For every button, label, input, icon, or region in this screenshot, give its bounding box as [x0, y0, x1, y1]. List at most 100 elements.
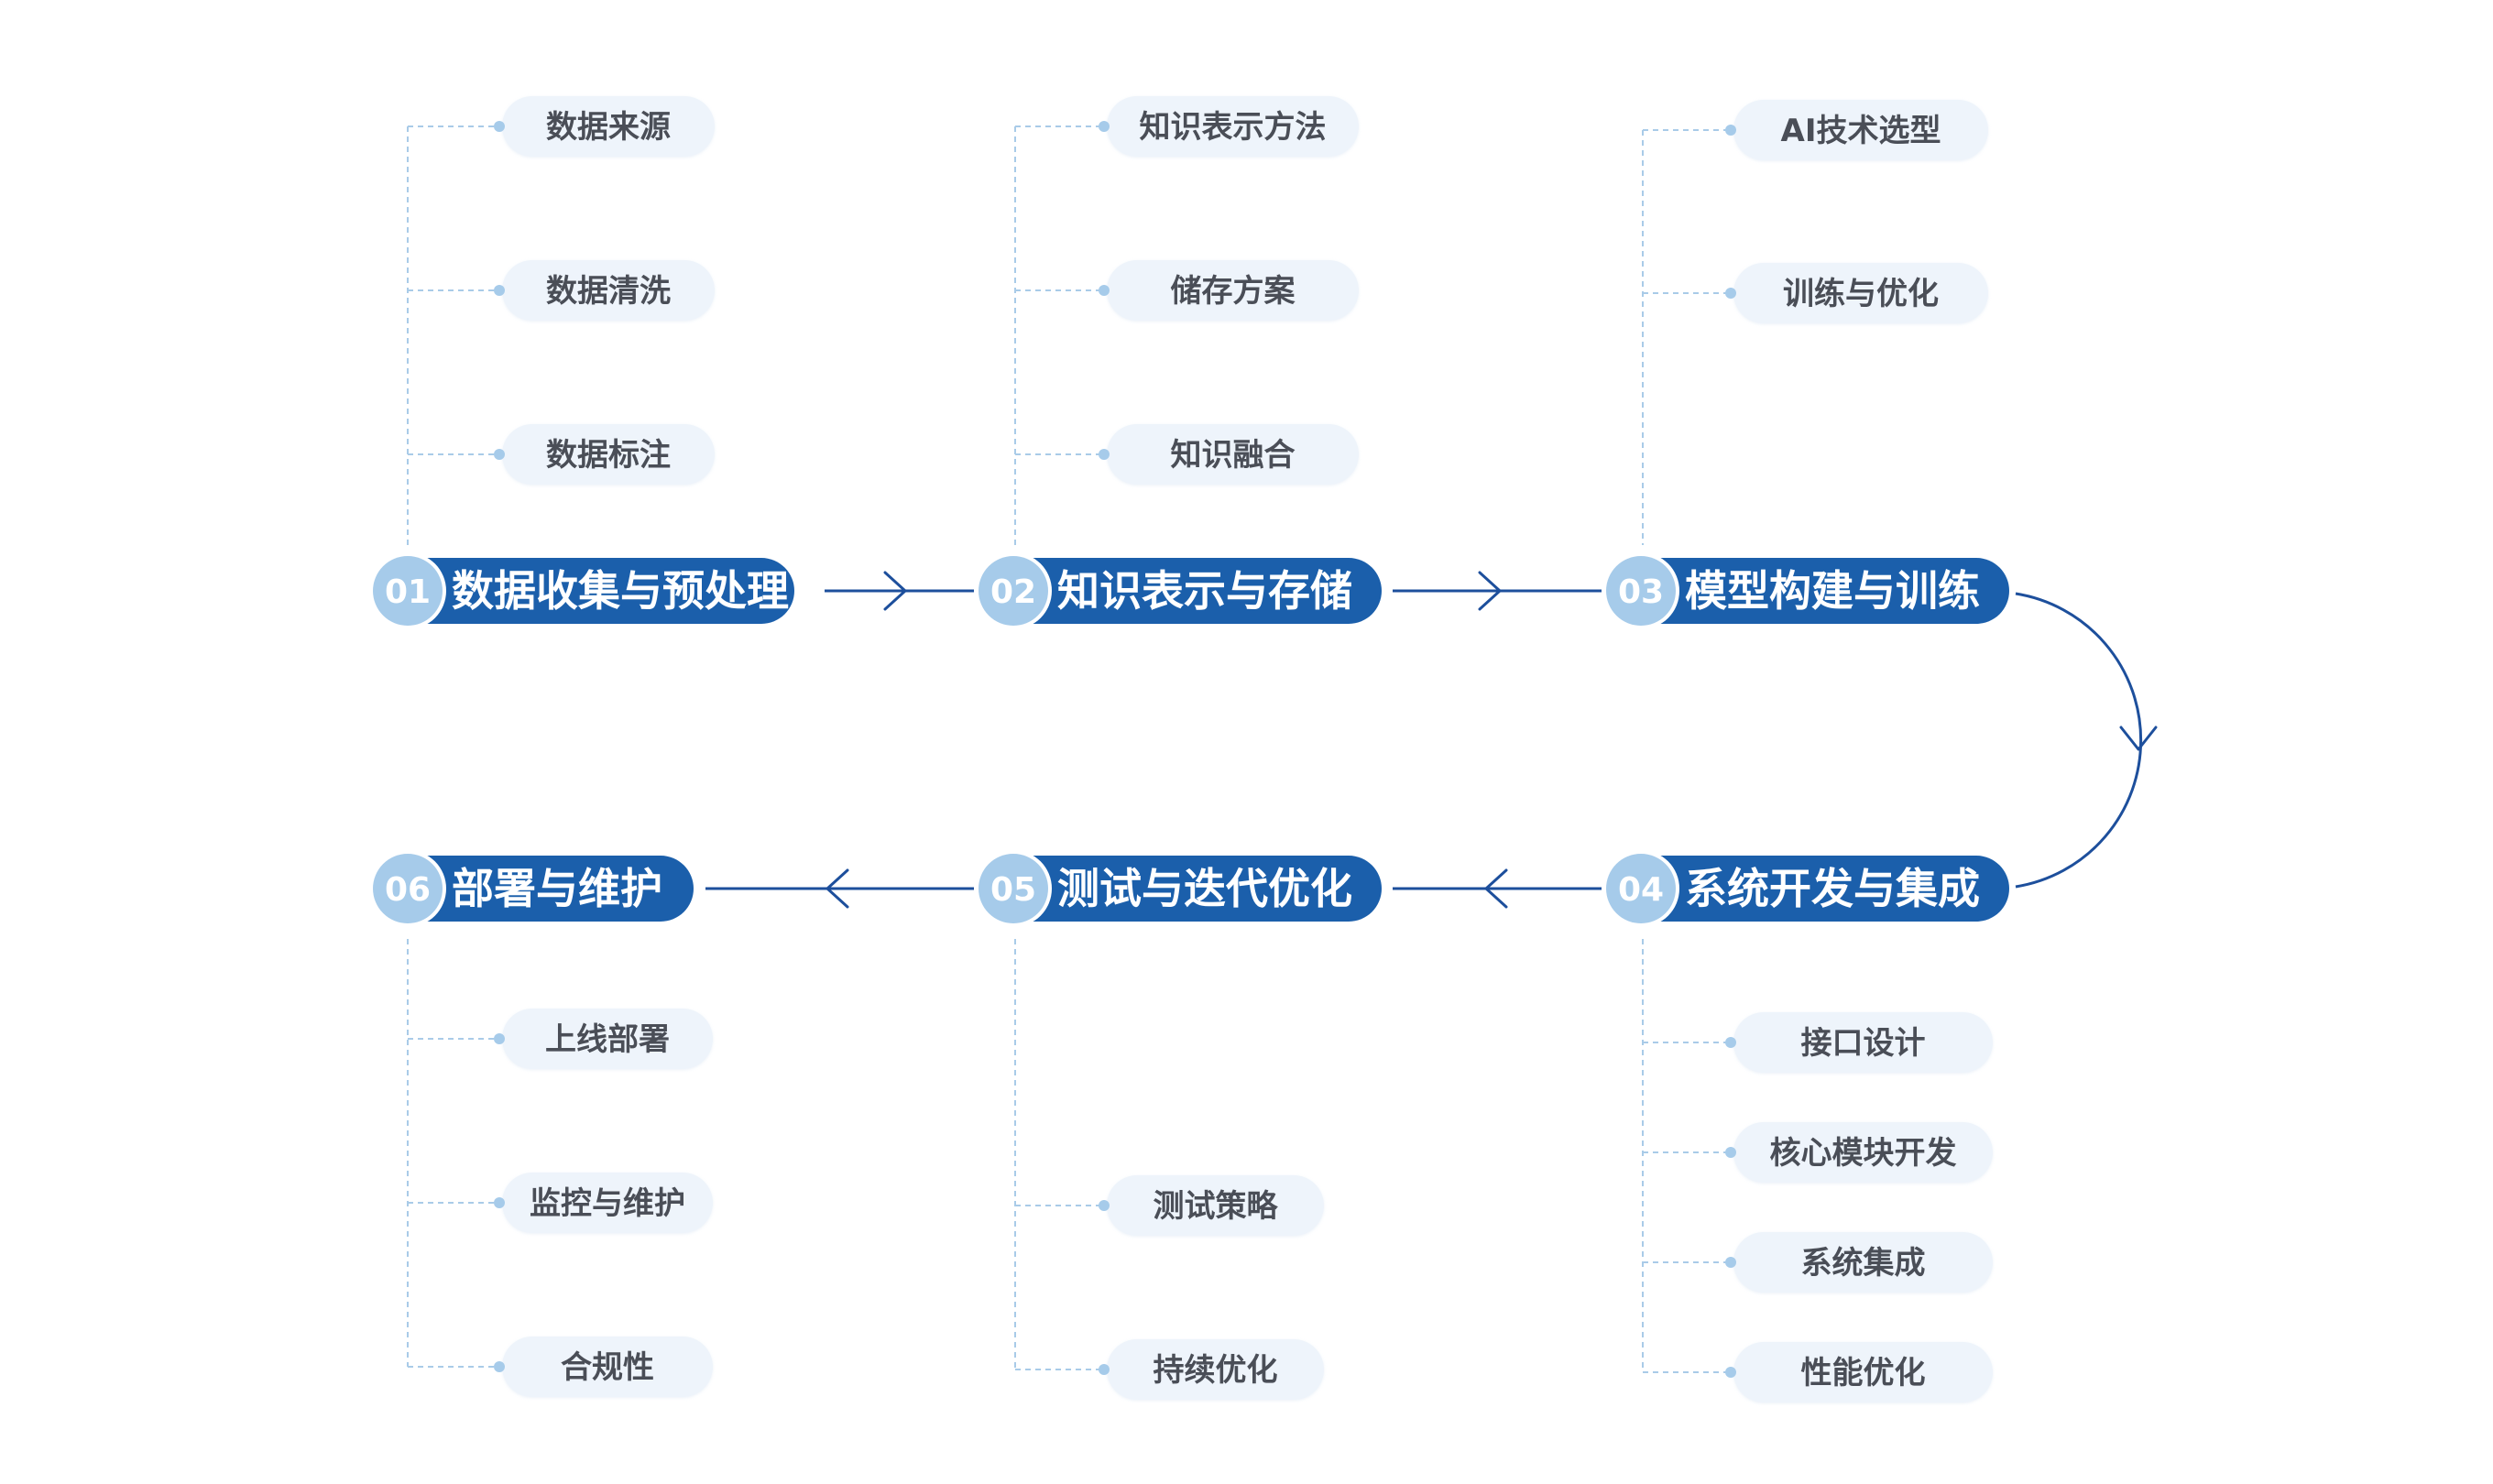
sub-item: 持续优化 [1099, 1339, 1324, 1400]
sub-item: 系统集成 [1725, 1232, 1993, 1293]
sub-item-label: 储存方案 [1171, 273, 1296, 310]
sub-item-label: 数据标注 [546, 437, 671, 474]
stage-04: 04 系统开发与集成 [1602, 850, 2009, 927]
connector-dot [1725, 1147, 1736, 1158]
sub-item-label: 数据清洗 [546, 273, 671, 310]
connector-dot [1725, 288, 1736, 299]
connector-dot [494, 1033, 505, 1044]
sub-item-pill [1107, 1175, 1324, 1236]
sub-item-pill [502, 1173, 713, 1233]
connector-dot [1099, 1200, 1110, 1211]
connector-dot [1725, 1367, 1736, 1378]
sub-item-label: AI技术选型 [1781, 113, 1941, 149]
stage-label: 系统开发与集成 [1685, 864, 1980, 913]
stage-label: 模型构建与训练 [1685, 566, 1980, 616]
sub-item-pill [1733, 1342, 1993, 1402]
stage-01: 01 数据收集与预处理 [369, 552, 794, 629]
sub-item-label: 核心模块开发 [1770, 1135, 1957, 1172]
connector-dot [1099, 121, 1110, 132]
connector-dot [1099, 1364, 1110, 1375]
stage-capsule [373, 558, 794, 624]
sub-item: 储存方案 [1099, 260, 1359, 321]
sub-item-pill [1733, 263, 1988, 323]
sub-item: 监控与维护 [494, 1173, 713, 1233]
sub-item-pill [1733, 100, 1988, 160]
sub-item-pill [1733, 1012, 1993, 1073]
sub-item-label: 数据来源 [546, 109, 671, 146]
sub-item: 知识融合 [1099, 424, 1359, 485]
sub-item: 数据标注 [494, 424, 715, 485]
stage-capsule [979, 856, 1382, 922]
stage-capsule [979, 558, 1382, 624]
connector-dot [1725, 1037, 1736, 1048]
stage-label: 部署与维护 [452, 864, 662, 913]
stage-capsule [373, 856, 694, 922]
stage-number-badge [1606, 556, 1676, 626]
stage-number: 06 [385, 871, 431, 909]
sub-item-label: 测试策略 [1154, 1188, 1279, 1225]
stage-number-badge [373, 556, 443, 626]
arrow-left-icon [1484, 868, 1508, 909]
sub-item: 数据清洗 [494, 260, 715, 321]
connector-dot [494, 1361, 505, 1372]
sub-item-label: 系统集成 [1801, 1245, 1926, 1282]
stage-number-badge [1606, 854, 1676, 923]
stage-02: 02 知识表示与存储 [975, 552, 1382, 629]
connector-dot [494, 1197, 505, 1208]
arrow-right-icon [1478, 571, 1502, 611]
connector-dot [494, 121, 505, 132]
sub-item-label: 合规性 [561, 1349, 654, 1386]
sub-item: 测试策略 [1099, 1175, 1324, 1236]
stage-number: 01 [385, 573, 431, 611]
sub-item-pill [502, 96, 715, 157]
sub-item: 性能优化 [1725, 1342, 1993, 1402]
sub-item: 训练与优化 [1725, 263, 1988, 323]
sub-item-pill [1107, 1339, 1324, 1400]
connector-dot [1099, 449, 1110, 460]
sub-item: 知识表示方法 [1099, 96, 1359, 157]
sub-item-label: 上线部署 [545, 1021, 670, 1058]
stage-number: 04 [1618, 871, 1664, 909]
stage-capsule [1606, 856, 2009, 922]
sub-item-pill [502, 1009, 713, 1069]
stage-06: 06 部署与维护 [369, 850, 694, 927]
stage-number: 05 [990, 871, 1036, 909]
stage-05: 05 测试与迭代优化 [975, 850, 1382, 927]
sub-item-label: 监控与维护 [530, 1185, 685, 1222]
sub-item-label: 持续优化 [1154, 1352, 1278, 1389]
sub-item-pill [1107, 260, 1359, 321]
sub-item-pill [1733, 1232, 1993, 1293]
sub-item: 接口设计 [1725, 1012, 1993, 1073]
sub-item: 上线部署 [494, 1009, 713, 1069]
sub-item-label: 训练与优化 [1783, 276, 1939, 312]
stage-number-badge [373, 854, 443, 923]
sub-item: 核心模块开发 [1725, 1122, 1993, 1183]
stage-label: 测试与迭代优化 [1057, 864, 1352, 913]
sub-item-label: 知识表示方法 [1140, 109, 1327, 146]
connector-layer [407, 125, 1732, 1373]
sub-item-pill [502, 1337, 713, 1397]
connector-dot [1725, 1257, 1736, 1268]
sub-item-label: 知识融合 [1171, 437, 1296, 474]
stage-capsule [1606, 558, 2009, 624]
sub-item: AI技术选型 [1725, 100, 1988, 160]
sub-item-pill [1733, 1122, 1993, 1183]
stage-number-badge [979, 854, 1048, 923]
sub-item-pill [502, 424, 715, 485]
sub-item: 数据来源 [494, 96, 715, 157]
stage-number-badge [979, 556, 1048, 626]
connector-dot [1099, 285, 1110, 296]
stage-label: 知识表示与存储 [1057, 566, 1352, 616]
sub-item-pill [1107, 424, 1359, 485]
sub-item-label: 接口设计 [1801, 1025, 1926, 1062]
sub-item-label: 性能优化 [1801, 1355, 1926, 1391]
stage-label: 数据收集与预处理 [452, 566, 789, 616]
arrow-down-icon [2119, 726, 2158, 751]
flow-arrows [705, 571, 2158, 909]
flow-curve [2015, 592, 2143, 889]
stage-number: 02 [990, 573, 1036, 611]
connector-dot [494, 449, 505, 460]
sub-item-pill [1107, 96, 1359, 157]
